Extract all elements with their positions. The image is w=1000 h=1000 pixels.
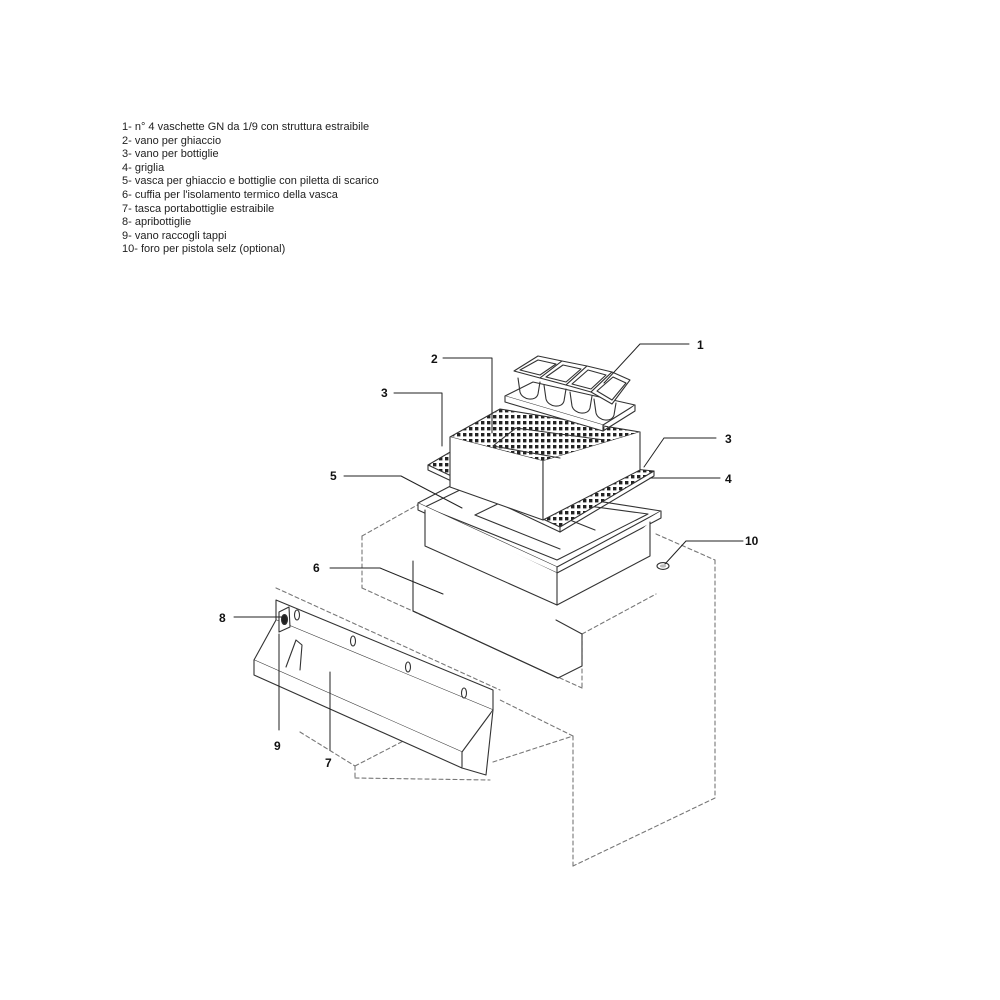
bottle-opener [278,606,291,633]
callout-6: 6 [313,561,320,575]
gn-container-3 [565,365,613,414]
insulation-hood [412,560,583,679]
callout-2: 2 [431,352,438,366]
callout-5: 5 [330,469,337,483]
legend-item-5: 5- vasca per ghiaccio e bottiglie con pi… [122,175,379,188]
basin [417,479,662,606]
callout-7: 7 [325,756,332,770]
legend-item-6: 6- cuffia per l'isolamento termico della… [122,188,338,201]
callout-3-right: 3 [725,432,732,446]
callout-8: 8 [219,611,226,625]
legend-item-7: 7- tasca portabottiglie estraibile [122,202,275,215]
legend-item-4: 4- griglia [122,161,165,174]
leader-lines [233,343,744,751]
callout-9: 9 [274,739,281,753]
bottle-pocket [253,599,494,776]
legend-list: 1- n° 4 vaschette GN da 1/9 con struttur… [122,121,379,257]
callout-3-upper: 3 [381,386,388,400]
legend-item-9: 9- vano raccogli tappi [122,229,227,242]
pocket-slot-3 [404,661,412,673]
pocket-slot-4 [460,687,468,699]
callout-10: 10 [745,534,759,548]
legend-item-2: 2- vano per ghiaccio [122,134,222,147]
callout-4: 4 [725,472,732,486]
ice-compartment [449,408,641,521]
legend-item-8: 8- apribottiglie [122,216,192,229]
gn-container-4 [590,371,631,421]
callout-1: 1 [697,338,704,352]
legend-item-3: 3- vano per bottiglie [122,148,219,161]
pocket-slot-1 [293,609,301,621]
gn-containers [504,355,636,432]
seltzer-hole [656,562,670,570]
legend-item-10: 10- foro per pistola selz (optional) [122,243,286,256]
legend-item-1: 1- n° 4 vaschette GN da 1/9 con struttur… [122,121,370,133]
pocket-slot-2 [349,635,357,647]
gn-container-1 [513,355,563,400]
